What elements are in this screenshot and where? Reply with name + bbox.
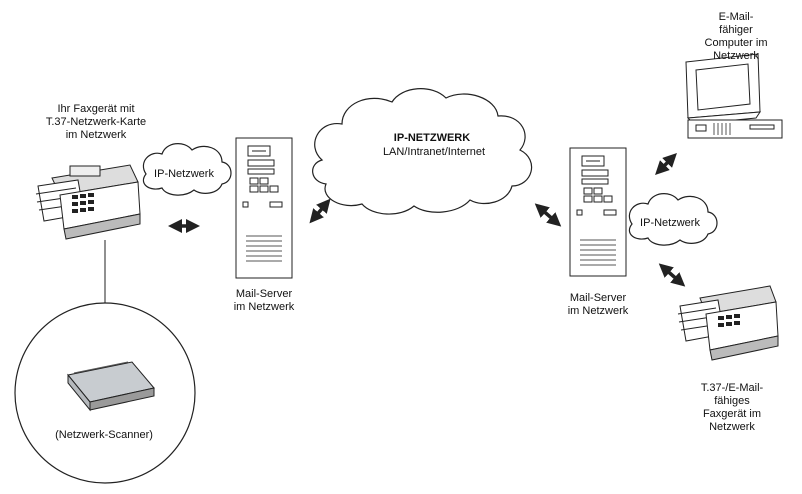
ip-network-left-label: IP-Netzwerk	[154, 168, 214, 180]
ip-network-main-title: IP-NETZWERK	[393, 132, 471, 144]
ip-network-main-cloud	[312, 88, 533, 215]
server-left-label: Mail-Server im Netzwerk	[233, 288, 295, 313]
ip-network-cloud-left	[142, 143, 232, 196]
arrow-cloud-server-right	[534, 203, 562, 227]
email-computer-icon	[685, 53, 783, 139]
ip-network-cloud-right	[628, 193, 718, 246]
scanner-label: (Netzwerk-Scanner)	[55, 429, 153, 441]
mail-server-left-icon	[235, 137, 293, 279]
network-scanner-icon	[14, 302, 196, 484]
fax-right-label: T.37-/E-Mail-fähiges Faxgerät im Netzwer…	[700, 382, 764, 433]
arrow-server-computer	[655, 153, 677, 175]
computer-label: E-Mail-fähiger Computer im Netzwerk	[704, 11, 768, 62]
server-right-label: Mail-Server im Netzwerk	[567, 292, 629, 317]
fax-machine-left-icon	[35, 164, 141, 240]
fax-left-label: Ihr Faxgerät mit T.37-Netzwerk-Karte im …	[45, 103, 147, 141]
arrow-server-left-cloud	[309, 198, 331, 224]
arrow-server-fax-right	[658, 263, 686, 287]
ip-network-main-subtitle: LAN/Intranet/Internet	[382, 146, 486, 158]
mail-server-right-icon	[569, 147, 627, 277]
ip-network-right-label: IP-Netzwerk	[640, 217, 700, 229]
fax-machine-right-icon	[677, 285, 779, 361]
